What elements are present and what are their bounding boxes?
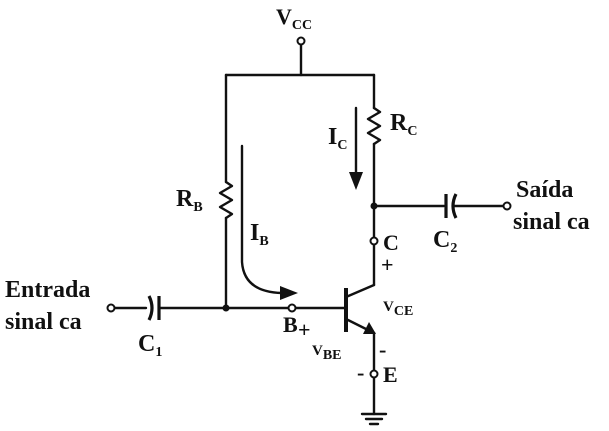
vce-label: VCE [383,299,413,319]
vbe-label: VBE [312,343,342,363]
input-label-line1: Entrada [5,277,90,303]
vcc-terminal [296,36,306,77]
vbe-plus-sign: + [298,317,311,342]
transistor-collector-leg [344,283,376,299]
input-terminal [106,303,116,313]
emitter-arrow-icon [363,322,376,334]
ic-label: IC [328,124,347,153]
input-label-line2: sinal ca [5,309,82,335]
emitter-terminal [369,369,379,379]
vbe-minus-sign: - [357,360,364,385]
c2-label: C2 [433,227,457,256]
c1-plate-curved [147,295,154,321]
ib-arrow-head [280,286,298,300]
rb-label: RB [176,186,203,215]
emitter-label: E [383,362,398,387]
output-terminal [502,201,512,211]
vce-plus-sign: + [381,252,394,277]
ib-label: IB [250,220,269,249]
ib-arrow-shaft [240,144,284,295]
ground-icon [360,412,388,426]
collector-label: C [383,230,399,255]
rb-resistor [218,180,234,220]
output-label-line1: Saída [516,177,573,203]
rc-resistor [366,106,382,146]
vcc-node [296,36,306,46]
collector-terminal [369,236,379,246]
ic-arrow-head [349,172,363,190]
c1-label: C1 [138,331,162,360]
rc-label: RC [390,110,417,139]
npn-transistor [344,283,376,335]
base-junction [222,304,230,312]
base-label: B [283,312,298,337]
base-terminal [287,303,297,313]
vce-minus-sign: - [379,337,386,362]
vcc-label: VCC [276,4,312,33]
output-label-line2: sinal ca [513,209,590,235]
